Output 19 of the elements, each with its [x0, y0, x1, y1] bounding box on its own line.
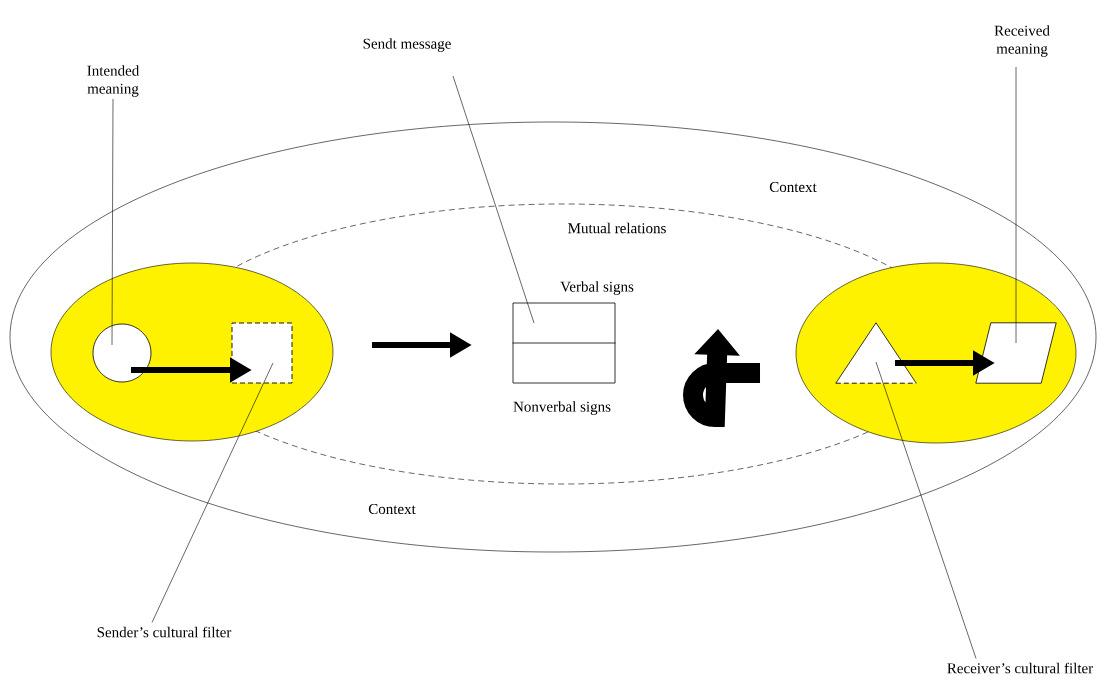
leader-line	[111, 98, 114, 346]
dashed-square	[231, 322, 293, 384]
text-label: Context	[769, 181, 817, 193]
leader-line	[452, 75, 535, 324]
callout-text: Sendt message	[363, 38, 451, 52]
text-label: Context	[368, 503, 416, 515]
callout-text: Receiver’s cultural filter	[947, 662, 1094, 674]
leader-line	[875, 361, 977, 659]
leader-line	[151, 362, 274, 623]
triangle	[835, 322, 917, 384]
callout-text: Sender’s cultural filter	[97, 626, 232, 638]
circle	[92, 323, 152, 383]
parallelogram	[975, 322, 1057, 384]
text-label: Nonverbal signs	[513, 401, 611, 415]
leader-line	[1015, 66, 1017, 344]
callout-text: Received meaning	[994, 25, 1050, 57]
callout-text: Intended meaning	[87, 65, 140, 97]
text-label: Verbal signs	[560, 281, 634, 295]
text-label: Mutual relations	[568, 222, 666, 234]
